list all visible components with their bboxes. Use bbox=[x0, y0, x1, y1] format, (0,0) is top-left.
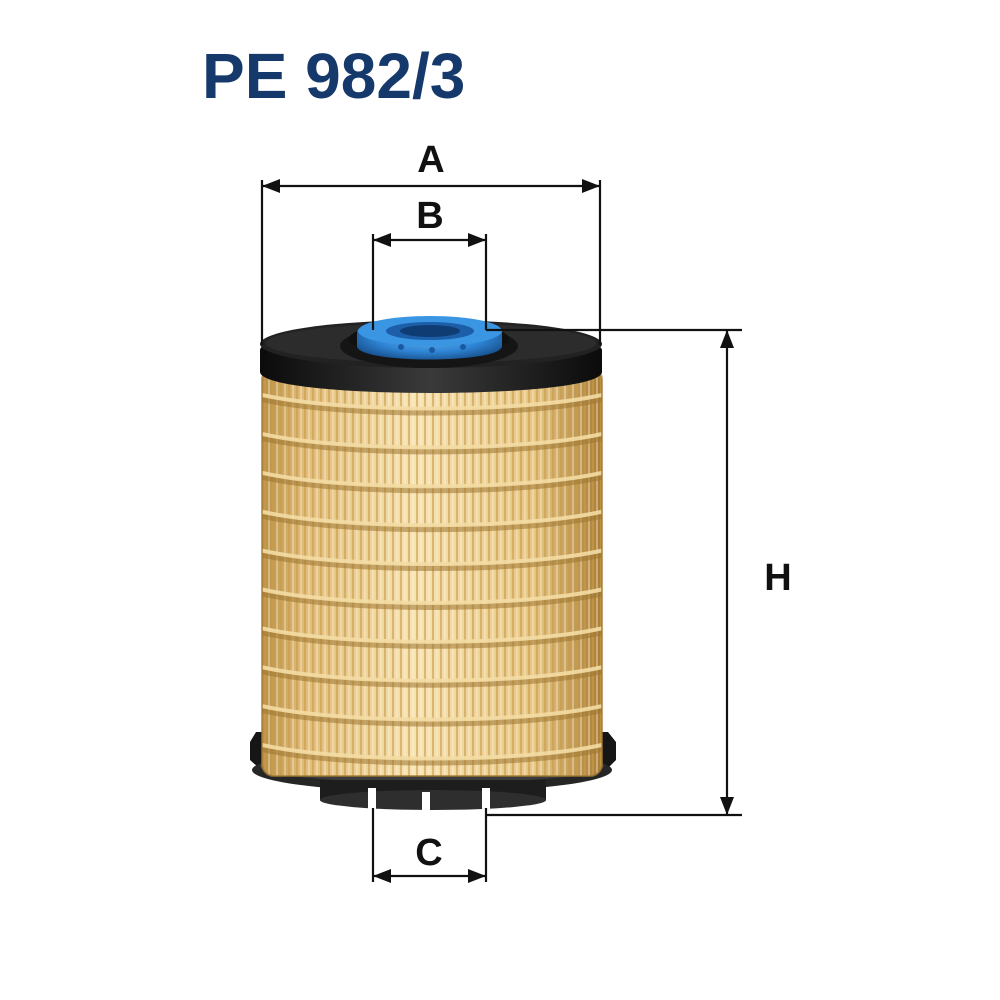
arrowhead-c-right bbox=[468, 869, 486, 883]
wrap-band bbox=[262, 587, 602, 605]
wrap-band-shadow bbox=[262, 590, 602, 610]
filter-wrap-bands bbox=[262, 393, 602, 766]
wrap-band-shadow bbox=[262, 746, 602, 766]
arrowhead-h-top bbox=[720, 330, 734, 348]
wrap-band-shadow bbox=[262, 473, 602, 494]
wrap-band-shadow bbox=[262, 396, 602, 416]
wrap-band-shadow bbox=[262, 512, 602, 533]
dimension-lines bbox=[260, 180, 742, 882]
arrowhead-b-left bbox=[373, 233, 391, 247]
wrap-band bbox=[262, 431, 602, 450]
wrap-band bbox=[262, 509, 602, 528]
wrap-band bbox=[262, 743, 602, 761]
wrap-band bbox=[262, 470, 602, 489]
dimension-label-a: A bbox=[417, 139, 444, 181]
wrap-band-shadow bbox=[262, 434, 602, 455]
arrowhead-c-left bbox=[373, 869, 391, 883]
wrap-band-shadow bbox=[262, 629, 602, 649]
arrowhead-a-left bbox=[262, 179, 280, 193]
dimension-label-c: C bbox=[415, 832, 442, 874]
product-code-title: PE 982/3 bbox=[202, 40, 466, 112]
wrap-band bbox=[262, 704, 602, 722]
wrap-band-shadow bbox=[262, 707, 602, 727]
wrap-band bbox=[262, 626, 602, 644]
arrowhead-h-bottom bbox=[720, 797, 734, 815]
wrap-band bbox=[262, 665, 602, 683]
wrap-band-shadow bbox=[262, 668, 602, 688]
dimension-label-h: H bbox=[764, 557, 791, 599]
filter-media-body bbox=[261, 367, 603, 777]
arrowhead-b-right bbox=[468, 233, 486, 247]
arrowhead-a-right bbox=[582, 179, 600, 193]
wrap-band bbox=[262, 393, 602, 411]
dimension-label-b: B bbox=[416, 195, 443, 237]
wrap-band-shadow bbox=[262, 551, 602, 572]
wrap-band bbox=[262, 548, 602, 567]
dimension-arrowheads bbox=[262, 179, 734, 883]
blue-seal-ring bbox=[340, 316, 518, 368]
